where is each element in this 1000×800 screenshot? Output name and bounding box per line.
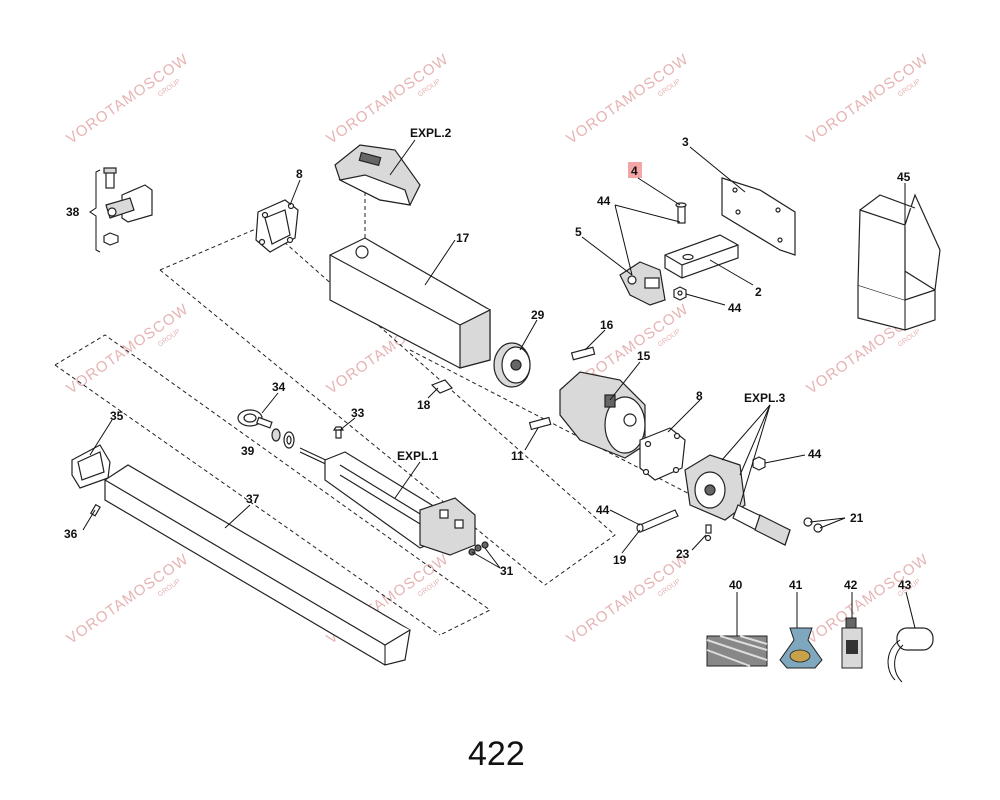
- callout-labels: 38 8 EXPL.2 17 3 4 44 5 2 44 45 29 16 15…: [64, 126, 912, 592]
- label-45: 45: [897, 170, 911, 184]
- part-8-gasket-top: [255, 199, 299, 253]
- label-19: 19: [613, 553, 627, 567]
- label-37: 37: [246, 492, 260, 506]
- label-38: 38: [66, 205, 80, 219]
- label-44-d: 44: [596, 503, 610, 517]
- part-34-rod-eye: [237, 409, 273, 429]
- label-40: 40: [729, 578, 743, 592]
- expl2-cover: [334, 144, 421, 206]
- label-8-right: 8: [696, 389, 703, 403]
- label-23: 23: [676, 547, 690, 561]
- part-44-nut: [673, 286, 687, 301]
- part-18-tag: [430, 379, 454, 394]
- part-44-nut-right: [752, 456, 766, 471]
- part-42-oil-bottle: [841, 617, 863, 669]
- label-44-b: 44: [728, 301, 742, 315]
- label-21: 21: [850, 511, 864, 525]
- label-11: 11: [511, 449, 524, 463]
- expl1-actuator: [299, 447, 476, 556]
- label-18: 18: [417, 398, 431, 412]
- part-35-end-cap: [71, 444, 111, 489]
- assembly-outlines: [54, 185, 741, 636]
- label-8-top: 8: [296, 167, 303, 181]
- label-5: 5: [575, 225, 582, 239]
- label-4: 4: [631, 164, 638, 178]
- label-36: 36: [64, 527, 78, 541]
- part-3-plate: [721, 177, 796, 256]
- part-4-pin: [628, 162, 687, 224]
- part-16-pin: [570, 346, 596, 361]
- label-42: 42: [844, 578, 858, 592]
- label-expl1: EXPL.1: [397, 449, 439, 463]
- label-34: 34: [272, 380, 286, 394]
- part-40-pad: [706, 635, 768, 667]
- label-35: 35: [110, 409, 124, 423]
- part-2-block: [664, 234, 739, 279]
- part-19-pin: [636, 509, 679, 533]
- leader-lines: [82, 139, 916, 636]
- page-number: 422: [468, 735, 525, 773]
- label-3: 3: [682, 135, 689, 149]
- label-41: 41: [789, 578, 803, 592]
- watermark-text: VOROTAMOSCOW: [563, 551, 692, 648]
- part-37-tube: [104, 464, 411, 666]
- label-44-a: 44: [597, 194, 611, 208]
- part-23-screw: [704, 524, 712, 542]
- part-43-capacitor: [887, 627, 934, 683]
- expl3-gearbox: [684, 454, 791, 546]
- label-43: 43: [898, 578, 912, 592]
- label-33: 33: [351, 406, 365, 420]
- label-44-c: 44: [808, 447, 822, 461]
- part-39-washers: [271, 428, 295, 449]
- watermark-text: VOROTAMOSCOW: [563, 51, 692, 148]
- part-15-motor: [559, 371, 646, 459]
- watermark-text: VOROTAMOSCOW: [63, 551, 192, 648]
- label-29: 29: [531, 308, 545, 322]
- part-29-coupling: [493, 342, 531, 388]
- part-5-release-lever: [619, 261, 666, 306]
- part-17-housing: [329, 237, 491, 369]
- label-39: 39: [241, 444, 255, 458]
- label-17: 17: [456, 231, 470, 245]
- label-expl3: EXPL.3: [744, 391, 786, 405]
- part-11-pin: [528, 416, 552, 431]
- highlight-box: [628, 162, 642, 178]
- part-21-screws: [803, 517, 823, 533]
- part-8-gasket-right: [639, 427, 686, 481]
- label-2: 2: [755, 285, 762, 299]
- label-31: 31: [500, 564, 514, 578]
- label-15: 15: [637, 349, 651, 363]
- label-16: 16: [600, 318, 614, 332]
- watermark-text: VOROTAMOSCOW: [803, 51, 932, 148]
- label-expl2: EXPL.2: [410, 126, 452, 140]
- part-45-box: [857, 193, 941, 331]
- watermark-text: VOROTAMOSCOW: [63, 51, 192, 148]
- part-41-grease-bag: [779, 627, 823, 669]
- part-38-bracket-kit: [89, 167, 153, 253]
